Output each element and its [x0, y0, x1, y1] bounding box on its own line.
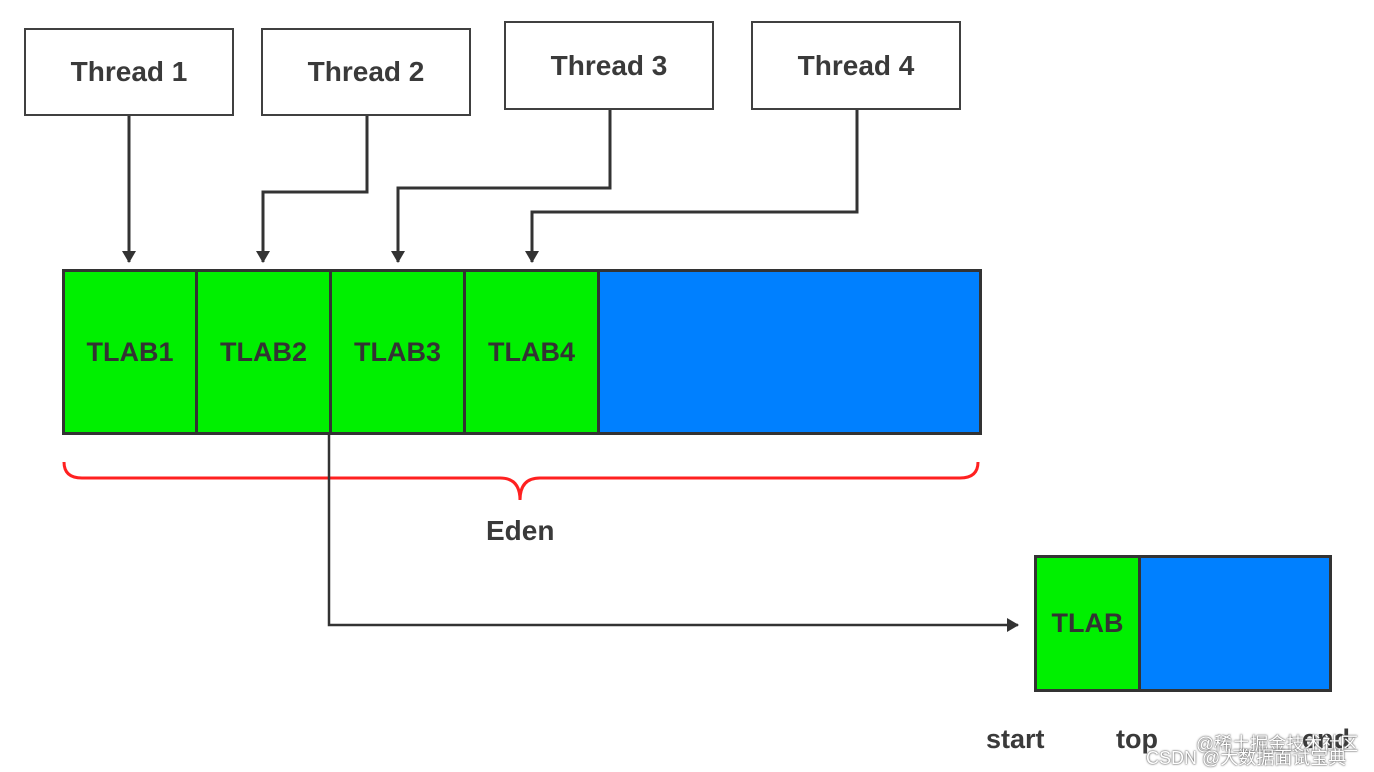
tlab2-block: TLAB2	[195, 269, 332, 435]
eden-free-space	[597, 269, 982, 435]
tlab4-block: TLAB4	[463, 269, 600, 435]
pointer-start-label: start	[986, 724, 1045, 754]
watermark-csdn: CSDN @大数据面试宝典	[1146, 748, 1347, 768]
thread-3-box: Thread 3	[504, 21, 714, 110]
thread-2-box: Thread 2	[261, 28, 471, 116]
pointer-top-label: top	[1116, 724, 1158, 754]
thread-1-box: Thread 1	[24, 28, 234, 116]
eden-brace	[62, 461, 980, 501]
arrow-thread4-tlab4	[525, 110, 859, 263]
tlab3-block: TLAB3	[329, 269, 466, 435]
arrow-thread3-tlab3	[391, 110, 612, 263]
arrow-thread2-tlab2	[256, 116, 369, 263]
detail-free-space	[1138, 555, 1332, 692]
arrow-tlab2-detail	[327, 432, 1019, 632]
watermark-juejin: @稀土掘金技术社区	[1196, 734, 1359, 754]
detail-tlab-block: TLAB	[1034, 555, 1141, 692]
thread-4-box: Thread 4	[751, 21, 961, 110]
pointer-end-label: end	[1302, 724, 1351, 754]
eden-label: Eden	[486, 515, 555, 546]
tlab1-block: TLAB1	[62, 269, 198, 435]
